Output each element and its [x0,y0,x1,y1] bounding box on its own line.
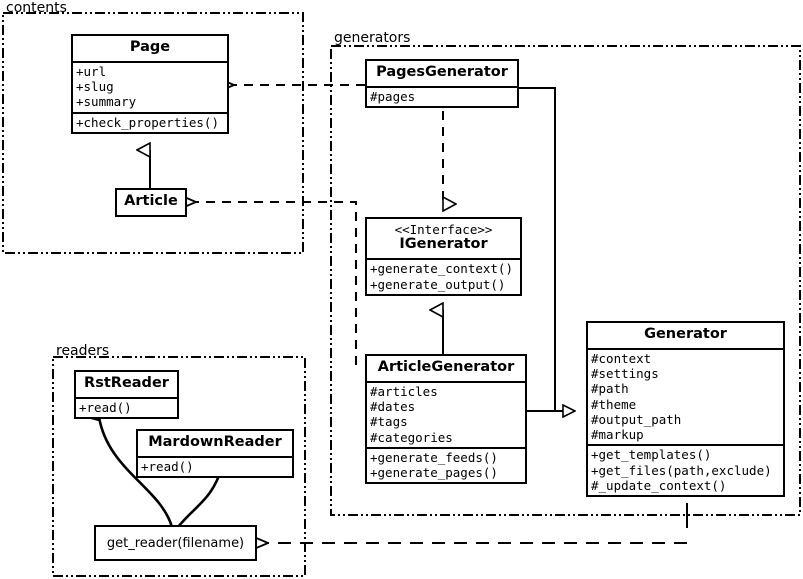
attribute: #pages [370,88,416,104]
package-label-contents: contents [6,0,67,16]
class-attributes-pagesgenerator: #pages [367,85,517,106]
method: +read() [79,399,132,415]
class-methods-articlegenerator: +generate_feeds() +generate_pages() [367,446,525,483]
class-box-page[interactable]: Page +url +slug +summary +check_properti… [71,34,229,134]
attribute: +url [76,63,107,79]
function-name-get-reader: get_reader(filename) [106,535,245,551]
method: +read() [141,458,194,474]
class-box-igenerator[interactable]: <<Interface>> IGenerator +generate_conte… [365,217,522,296]
attribute: #output_path [591,411,682,427]
class-box-articlegenerator[interactable]: ArticleGenerator #articles #dates #tags … [365,354,527,485]
class-methods-mardownreader: +read() [138,455,292,476]
class-box-mardownreader[interactable]: MardownReader +read() [136,429,294,479]
class-box-article[interactable]: Article [115,188,187,217]
attribute: #path [591,381,629,397]
class-methods-rstreader: +read() [76,396,177,417]
class-name-generator: Generator [644,326,727,342]
class-methods-igenerator: +generate_context() +generate_output() [367,258,520,294]
attribute: #settings [591,366,659,382]
class-box-generator[interactable]: Generator #context #settings #path #them… [586,321,785,498]
attribute: #categories [370,429,453,445]
class-box-pagesgenerator[interactable]: PagesGenerator #pages [365,59,519,109]
attribute: #tags [370,414,408,430]
attribute: #markup [591,427,644,443]
attribute: #context [591,350,652,366]
class-methods-generator: +get_templates() +get_files(path,exclude… [588,444,783,495]
class-name-mardownreader: MardownReader [148,434,282,450]
class-name-articlegenerator: ArticleGenerator [377,359,515,375]
attribute: +slug [76,79,114,95]
function-box-get-reader[interactable]: get_reader(filename) [94,525,257,561]
attribute: #articles [370,383,438,399]
package-label-generators: generators [334,30,411,46]
class-name-pagesgenerator: PagesGenerator [376,64,508,80]
method: +check_properties() [76,114,219,130]
method: +get_templates() [591,447,712,463]
package-label-readers: readers [56,343,110,359]
class-attributes-generator: #context #settings #path #theme #output_… [588,347,783,445]
attribute: #dates [370,399,416,415]
attribute: +summary [76,94,137,110]
method: +get_files(path,exclude) [591,462,772,478]
class-methods-page: +check_properties() [73,111,227,132]
class-name-page: Page [129,39,171,55]
class-attributes-articlegenerator: #articles #dates #tags #categories [367,380,525,447]
class-name-igenerator: <<Interface>> IGenerator [367,219,520,258]
method: +generate_feeds() [370,449,498,465]
class-box-rstreader[interactable]: RstReader +read() [74,370,179,420]
method: +generate_output() [370,276,506,292]
method: +generate_context() [370,261,513,277]
relationship-articlegenerator-depends-article [196,202,357,365]
class-name-rstreader: RstReader [84,375,169,391]
class-attributes-page: +url +slug +summary [73,60,227,112]
class-name-text-igenerator: IGenerator [399,236,488,253]
relationship-generator-depends-getreader [268,503,688,543]
class-stereotype-igenerator: <<Interface>> [394,222,493,237]
method: #_update_context() [591,477,727,493]
class-name-article: Article [124,193,178,209]
method: +generate_pages() [370,465,498,481]
attribute: #theme [591,396,637,412]
